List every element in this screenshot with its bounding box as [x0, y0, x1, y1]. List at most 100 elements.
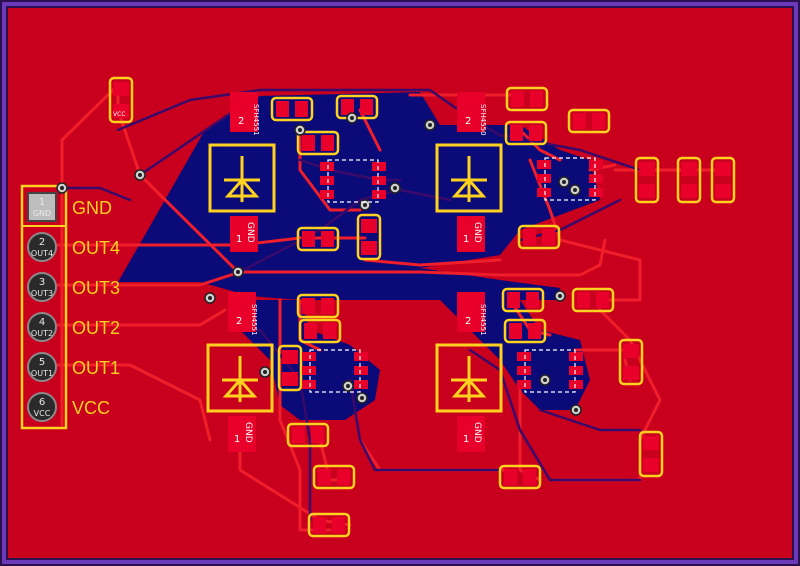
smd-pad — [321, 135, 334, 151]
smd-pad — [523, 469, 536, 485]
diode-symbol-icon — [224, 177, 260, 198]
sensor-part-number: SFH4551 — [250, 304, 258, 336]
pin-net-name: OUT1 — [31, 369, 53, 378]
smd-component — [307, 512, 351, 538]
smd-pad — [509, 323, 522, 339]
smd-pad — [304, 323, 317, 339]
smd-pad — [337, 469, 350, 485]
sensor-body-outline — [435, 343, 503, 413]
pin-net-name: GND — [33, 209, 51, 218]
smd-pad — [302, 298, 315, 314]
sensor-pad-cathode — [230, 216, 258, 252]
sensor-gnd-label: GND — [245, 222, 255, 243]
smd-pad — [592, 113, 605, 129]
component-outline — [498, 464, 542, 490]
component-outline — [634, 156, 660, 204]
pin-number: 6 — [39, 397, 45, 408]
component-outline — [356, 213, 382, 261]
sensor-pad-anode — [228, 292, 256, 332]
smd-pad — [596, 292, 609, 308]
smd-component — [286, 422, 330, 448]
diode-symbol-icon — [451, 377, 487, 398]
connector-outline — [20, 184, 68, 430]
component-outline — [501, 287, 545, 313]
smd-pad — [643, 458, 659, 472]
component-outline — [296, 226, 340, 252]
smd-pad — [302, 231, 315, 247]
component-outline — [505, 86, 549, 112]
pin-number: 3 — [39, 277, 45, 288]
ic-pads — [302, 352, 368, 389]
smd-pad — [623, 344, 639, 358]
smd-pad — [361, 219, 377, 233]
smd-pad — [313, 517, 326, 533]
smd-pad — [715, 184, 731, 198]
component-outline — [618, 338, 644, 386]
sensor-pad-number: 2 — [236, 316, 242, 327]
pin-silk-label: OUT1 — [72, 358, 120, 378]
pin-pad-round — [27, 312, 57, 342]
smd-pad — [302, 135, 315, 151]
pin-pad-round — [27, 392, 57, 422]
smd-component — [504, 120, 548, 146]
smd-component — [296, 130, 340, 156]
smd-pad — [681, 184, 697, 198]
sensor-pad-number: 2 — [465, 316, 471, 327]
pin-number: 2 — [39, 237, 45, 248]
component-outline — [504, 120, 548, 146]
smd-pad — [282, 350, 298, 364]
sensor-part-number: SFH4551 — [479, 304, 487, 336]
smd-component — [517, 224, 561, 250]
smd-pad — [639, 184, 655, 198]
pad-net-label: VCC — [113, 111, 125, 118]
smd-pad — [113, 104, 129, 118]
smd-pad — [504, 469, 517, 485]
smd-pad — [526, 292, 539, 308]
ic-pads — [320, 162, 386, 199]
smd-pad — [577, 292, 590, 308]
component-outline — [638, 430, 664, 478]
pin-pad-round — [27, 232, 57, 262]
smd-pad — [623, 366, 639, 380]
pin-net-name: OUT4 — [31, 249, 53, 258]
smd-component — [710, 156, 736, 204]
component-outline — [277, 344, 303, 392]
pin-number: 4 — [39, 317, 45, 328]
smd-component — [298, 318, 342, 344]
component-outline — [298, 318, 342, 344]
smd-pad — [332, 517, 345, 533]
smd-component — [634, 156, 660, 204]
pin-silk-label: OUT2 — [72, 318, 120, 338]
sensor-pad-number: 1 — [236, 234, 242, 245]
smd-pad — [323, 323, 336, 339]
sensor-body-outline — [206, 343, 274, 413]
smd-pad — [639, 162, 655, 176]
sensor-pad-number: 1 — [463, 234, 469, 245]
smd-component — [676, 156, 702, 204]
pin-number: 1 — [39, 197, 45, 208]
smd-pad — [341, 99, 354, 115]
sensor-pad-anode — [230, 92, 258, 132]
sensor-part-number: SFH4551 — [252, 104, 260, 136]
pin-number: 5 — [39, 357, 45, 368]
smd-pad — [528, 323, 541, 339]
smd-component — [312, 464, 356, 490]
smd-pad — [318, 469, 331, 485]
smd-component — [356, 213, 382, 261]
pin-net-name: OUT3 — [31, 289, 53, 298]
sensor-pad-anode — [457, 292, 485, 332]
sensor-pad-cathode — [457, 216, 485, 252]
smd-component — [498, 464, 542, 490]
smd-pad — [681, 162, 697, 176]
smd-pad — [529, 125, 542, 141]
ic-u3 — [309, 349, 361, 393]
pin-pad-round — [27, 272, 57, 302]
smd-component — [567, 108, 611, 134]
small-ics — [309, 157, 596, 393]
smd-pad — [276, 101, 289, 117]
